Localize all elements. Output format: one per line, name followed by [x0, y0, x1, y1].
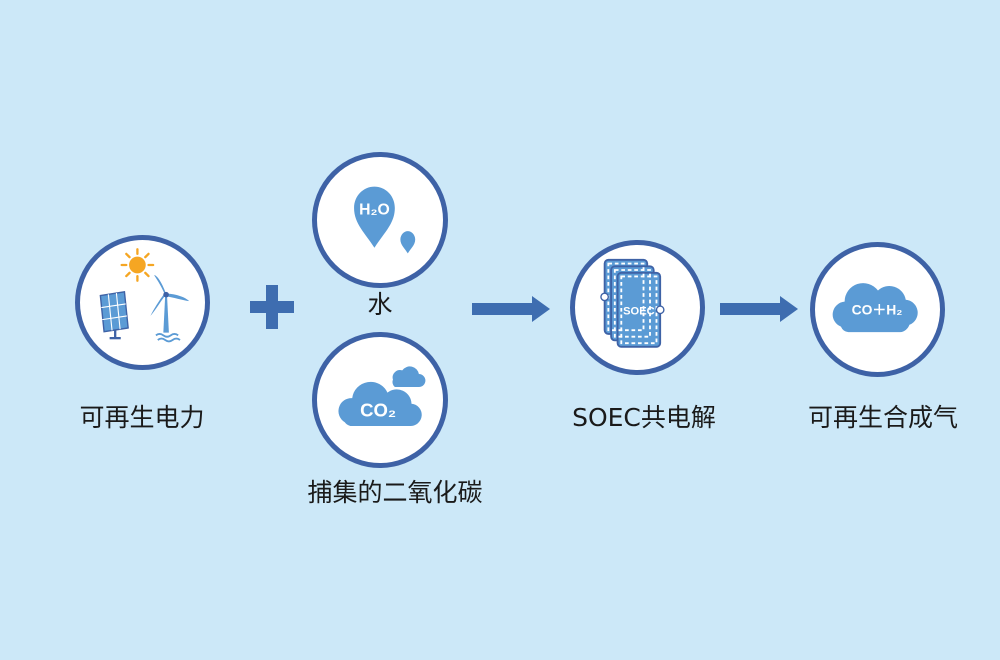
soec-stack-label: SOEC: [623, 305, 654, 317]
h2o-formula: H₂O: [359, 201, 390, 218]
water-node: H₂O: [312, 152, 448, 288]
captured-co2-label: 捕集的二氧化碳: [307, 478, 483, 507]
cloud-icon: [832, 283, 918, 333]
cloud-icon: [338, 366, 426, 426]
arrow-right-icon: [720, 296, 798, 322]
soec-stack-icon: [600, 258, 665, 348]
soec-node: SOEC: [570, 240, 705, 375]
renewable-power-illustration: [99, 248, 190, 343]
plus-icon: [250, 285, 294, 329]
renewable-power-label: 可再生电力: [79, 403, 205, 432]
wind-turbine-icon: [150, 275, 190, 343]
arrow-right-icon: [472, 296, 550, 322]
co2-formula: CO₂: [360, 400, 396, 421]
syngas-node: CO＋H₂: [810, 242, 945, 377]
water-drop-icon: [354, 186, 416, 254]
water-label: 水: [367, 290, 393, 319]
soec-label: SOEC共电解: [572, 403, 716, 432]
captured-co2-node: CO₂: [312, 332, 448, 468]
sun-icon: [120, 248, 155, 282]
solar-panel-icon: [99, 291, 129, 340]
syngas-formula: CO＋H₂: [852, 302, 903, 318]
renewable-power-node: [75, 235, 210, 370]
syngas-label: 可再生合成气: [807, 403, 959, 432]
